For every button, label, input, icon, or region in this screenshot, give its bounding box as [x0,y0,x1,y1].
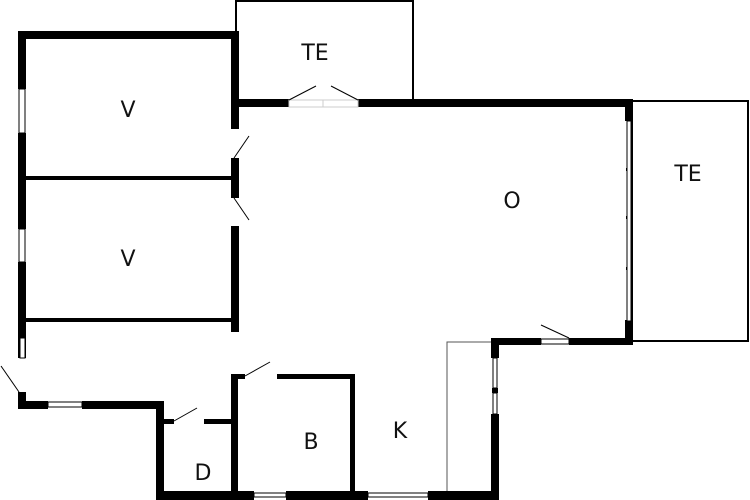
room-labels: TE V V O TE K B D [120,41,701,486]
doors [0,85,570,422]
room-label-b: B [303,430,318,455]
room-label-v-upper: V [120,98,135,123]
room-label-o: O [503,189,520,214]
room-label-v-lower: V [120,247,135,272]
kitchen-counter [446,341,494,495]
room-label-k: K [393,419,408,444]
terrace-right-outline [631,100,749,342]
room-label-te-right: TE [673,162,701,187]
windows [18,88,632,498]
room-label-te-top: TE [300,41,328,66]
walls [18,31,633,500]
room-label-d: D [195,461,212,486]
